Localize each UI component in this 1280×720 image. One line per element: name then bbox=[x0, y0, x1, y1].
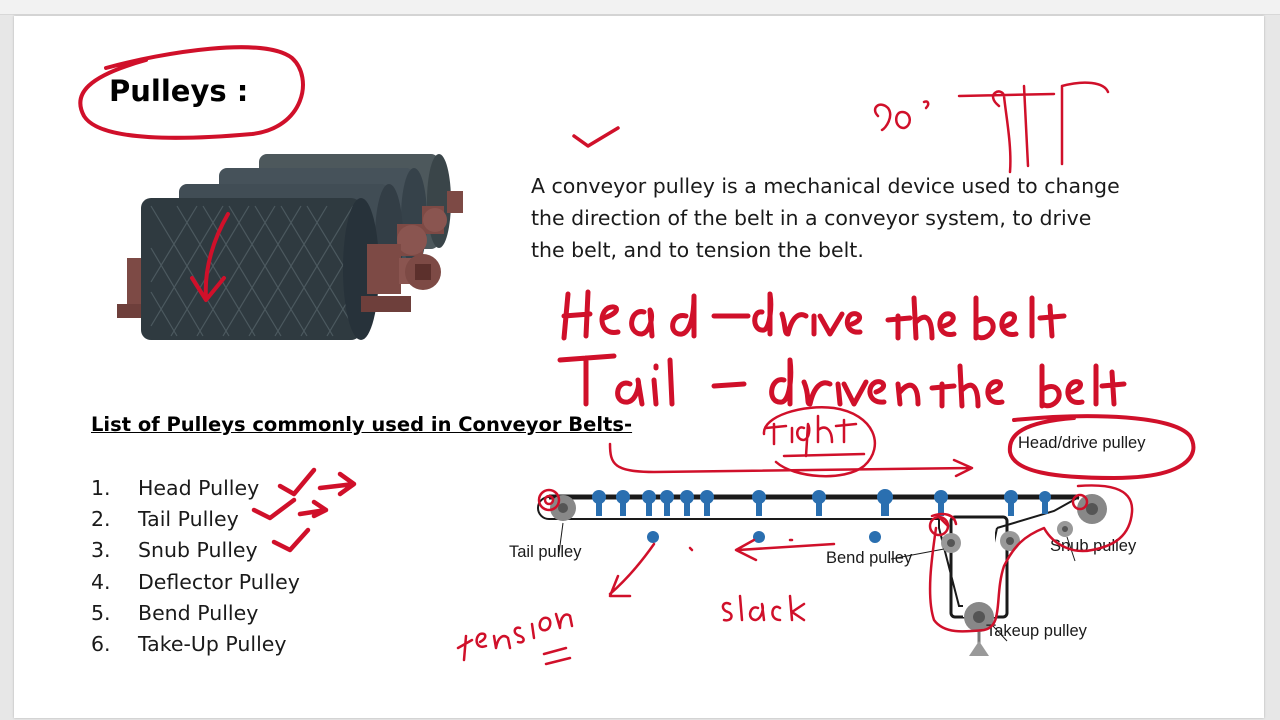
tail-pulley-label: Tail pulley bbox=[509, 543, 582, 561]
tail-pulley-mark bbox=[537, 488, 561, 512]
check-mark bbox=[572, 126, 620, 148]
list-item-number: 1. bbox=[91, 476, 111, 500]
list-item-label: Tail Pulley bbox=[138, 507, 239, 532]
list-item-number: 4. bbox=[91, 569, 111, 594]
list-checks bbox=[251, 467, 357, 553]
takeup-pulley-label: Takeup pulley bbox=[986, 622, 1087, 640]
belt-direction-arrow bbox=[608, 442, 974, 478]
takeup-pulley bbox=[964, 602, 994, 632]
tail-pulley bbox=[550, 495, 576, 521]
list-item: 4. Deflector Pulley bbox=[91, 567, 300, 598]
photo-arrow bbox=[190, 212, 230, 302]
slide-title: Pulleys : bbox=[109, 74, 249, 108]
slack-arrow bbox=[734, 538, 836, 562]
list-item: 5. Bend Pulley bbox=[91, 598, 300, 629]
head-pulley-mark bbox=[1071, 493, 1089, 511]
list-item-number: 3. bbox=[91, 538, 111, 563]
ink-annotations bbox=[78, 45, 1196, 666]
list-item-number: 5. bbox=[91, 600, 111, 625]
head-drive-pulley bbox=[1077, 494, 1107, 524]
top-strip bbox=[0, 0, 1280, 15]
head-note bbox=[561, 289, 1067, 341]
bend-pulley-mark bbox=[928, 515, 950, 537]
list-item-number: 2. bbox=[91, 507, 111, 532]
takeup-loop bbox=[928, 484, 1134, 633]
slide: Pulleys : bbox=[14, 16, 1264, 718]
list-heading: List of Pulleys commonly used in Conveyo… bbox=[91, 413, 633, 436]
tight-note bbox=[762, 406, 877, 478]
snub-pulley bbox=[1057, 521, 1073, 537]
title-circle bbox=[78, 45, 305, 140]
bend-pulley bbox=[941, 533, 961, 553]
pulley-list: 1. Head Pulley 2. Tail Pulley 3. Snub Pulle… bbox=[91, 473, 300, 660]
list-item-label: Head Pulley bbox=[138, 476, 260, 500]
list-item: 1. Head Pulley bbox=[91, 473, 300, 504]
head-drive-pulley-label: Head/drive pulley bbox=[1018, 434, 1146, 452]
angle-note bbox=[873, 81, 1110, 174]
list-item-label: Snub Pulley bbox=[138, 538, 258, 563]
tension-note bbox=[456, 612, 574, 666]
slack-note bbox=[721, 594, 806, 622]
conveyor-pulleys-photo bbox=[117, 154, 463, 340]
bend-pulley-2 bbox=[1000, 531, 1020, 551]
list-item-label: Take-Up Pulley bbox=[138, 631, 287, 656]
list-item: 3. Snub Pulley bbox=[91, 535, 300, 566]
bend-pulley-label: Bend pulley bbox=[826, 549, 913, 567]
conveyor-diagram bbox=[537, 489, 1107, 656]
tension-arrow bbox=[608, 542, 694, 598]
tail-note bbox=[557, 353, 1127, 409]
carrying-idlers bbox=[592, 489, 1051, 516]
list-item: 6. Take-Up Pulley bbox=[91, 629, 300, 660]
pulley-description: A conveyor pulley is a mechanical device… bbox=[531, 174, 1120, 262]
roller-front-lagged bbox=[117, 198, 441, 340]
list-item: 2. Tail Pulley bbox=[91, 504, 300, 535]
head-pulley-circle bbox=[1007, 414, 1196, 480]
list-item-label: Bend Pulley bbox=[138, 600, 259, 625]
return-idlers bbox=[647, 531, 881, 543]
list-item-label: Deflector Pulley bbox=[138, 569, 300, 594]
list-item-number: 6. bbox=[91, 631, 111, 656]
